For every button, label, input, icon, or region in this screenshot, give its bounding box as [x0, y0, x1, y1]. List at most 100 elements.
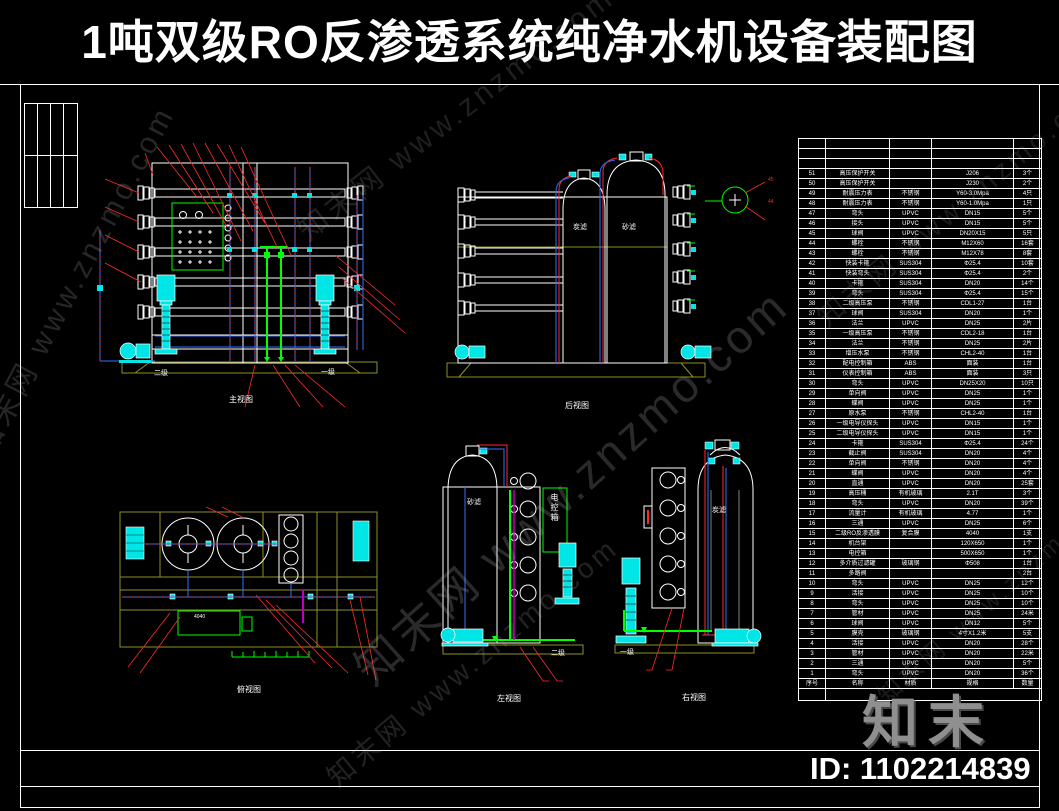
right-view-caption: 右视图 [682, 693, 706, 702]
image-id-label: ID: 1102214839 [810, 751, 1031, 786]
bottom-strip-line-2 [20, 786, 1039, 787]
port-fittings [687, 185, 695, 301]
bom-header-no: 序号 [798, 678, 826, 689]
frame [119, 511, 378, 648]
frame [651, 467, 686, 609]
bom-header-qty: 数量 [1013, 678, 1042, 689]
membrane-box [177, 610, 253, 636]
rear-view-caption: 后视图 [565, 401, 589, 410]
vertical-pump [615, 557, 647, 644]
leader-lines [646, 607, 685, 671]
tank [447, 445, 498, 644]
bom-empty-row [798, 158, 1042, 169]
base-skid [442, 644, 584, 655]
membrane-ends [659, 471, 685, 601]
right-view [612, 430, 800, 722]
pipes-red-trace [122, 543, 375, 598]
flow-meters [260, 246, 288, 362]
tanks [562, 151, 666, 363]
top-membrane-box-label: 4040 [194, 614, 206, 620]
top-view-caption: 俯视图 [237, 685, 261, 694]
membrane-ends [457, 184, 691, 316]
front-stage-left-label: 二级 [154, 370, 168, 377]
left-view-drawing [440, 444, 584, 682]
bom-empty-row [798, 688, 1042, 701]
tank-valve [479, 447, 488, 455]
port-valves [691, 190, 696, 309]
left-view-caption: 左视图 [497, 694, 521, 703]
top-view-drawing [119, 506, 378, 681]
control-box-label: 电控箱 [550, 493, 559, 523]
page-title: 1吨双级RO反渗透系统纯净水机设备装配图 [81, 16, 978, 68]
pumps [454, 344, 712, 360]
pipes-green [623, 610, 712, 633]
rear-view [435, 150, 770, 420]
rear-detail-label: 44 [768, 199, 774, 205]
tank-top-valves [568, 153, 653, 178]
rear-tank-left-label: 炭滤 [573, 224, 587, 231]
pipes-red [702, 450, 752, 636]
front-view [95, 135, 430, 415]
rear-tank-right-label: 砂滤 [622, 224, 636, 231]
leader-lines [127, 506, 377, 681]
control-box [542, 487, 568, 553]
pipes-blue [464, 448, 505, 629]
left-stage-label: 二级 [551, 650, 565, 657]
scale-ruler [231, 651, 310, 658]
left-view [435, 435, 620, 715]
pumps [119, 274, 337, 363]
flow-meter [643, 505, 653, 529]
leader-lines [519, 646, 563, 682]
horizontal-pump [440, 627, 489, 647]
bom-empty-row [798, 138, 1042, 149]
revision-grid-line [25, 155, 77, 156]
frame [151, 162, 349, 364]
front-view-drawing [97, 142, 406, 408]
top-view [110, 505, 440, 715]
base-skid [446, 246, 706, 378]
frame [442, 486, 541, 644]
tank [697, 439, 754, 644]
base-skid [121, 361, 378, 374]
detail-callout [705, 181, 766, 221]
znzmo-logo: 知末 [862, 691, 994, 754]
pipes-red-trace [99, 167, 358, 361]
rear-detail-label: 45 [768, 177, 774, 183]
pipe-valves [97, 193, 360, 291]
